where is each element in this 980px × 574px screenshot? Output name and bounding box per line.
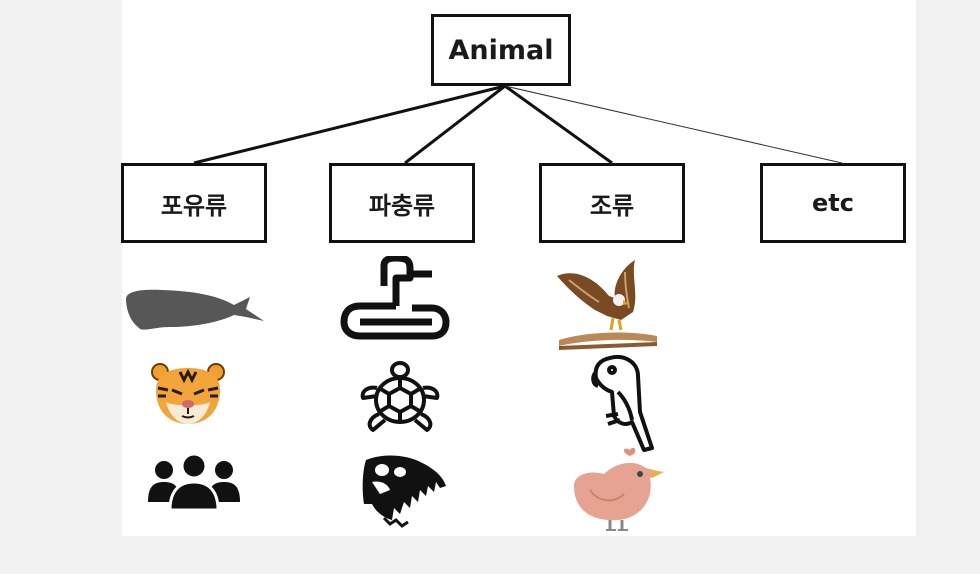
dinosaur-skull-icon	[362, 455, 446, 528]
category-node-etc: etc	[760, 163, 906, 243]
category-label: etc	[812, 189, 854, 217]
connector-etc	[504, 85, 843, 164]
turtle-icon	[360, 361, 440, 432]
connector-reptile	[404, 84, 506, 165]
parrot-icon	[591, 355, 654, 452]
category-label: 포유류	[160, 191, 228, 220]
chick-bird-icon	[574, 447, 664, 531]
category-node-bird: 조류	[539, 163, 685, 243]
category-label: 파충류	[368, 191, 436, 220]
category-label: 조류	[589, 191, 635, 220]
whale-icon	[126, 289, 264, 330]
connector-mammal	[193, 84, 506, 165]
connector-bird	[504, 84, 613, 165]
category-node-mammal: 포유류	[121, 163, 267, 243]
eagle-icon	[557, 260, 657, 350]
snake-icon	[340, 256, 450, 340]
tiger-face-icon	[151, 363, 225, 424]
people-group-icon	[148, 452, 240, 512]
root-node-animal: Animal	[431, 14, 571, 86]
root-label: Animal	[448, 34, 554, 66]
category-node-reptile: 파충류	[329, 163, 475, 243]
